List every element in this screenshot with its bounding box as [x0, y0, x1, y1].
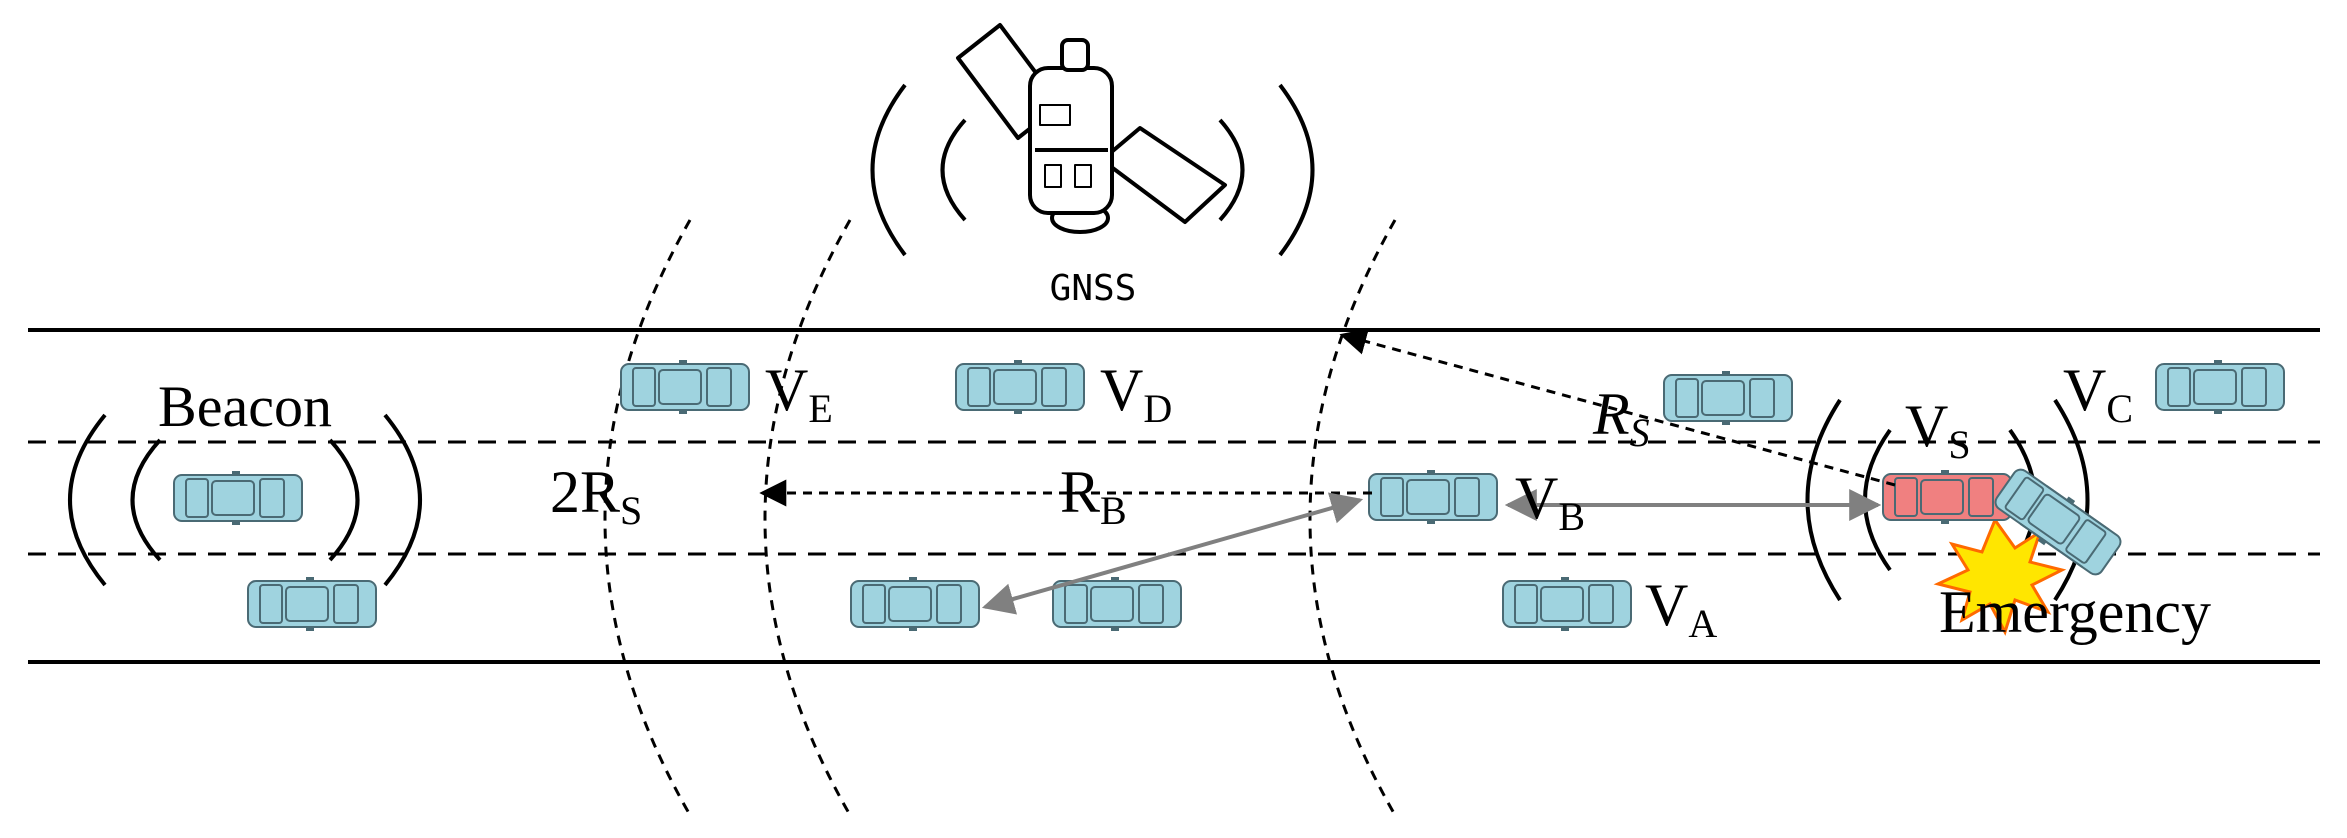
vs-signal-outer-right — [2053, 398, 2090, 602]
car-ve — [620, 359, 750, 415]
label-2rs: 2RS — [550, 459, 642, 533]
range-arc-1 — [603, 219, 692, 816]
beacon-car — [173, 470, 303, 526]
arrows — [759, 328, 1896, 615]
label-ve: VE — [765, 357, 833, 431]
beacon-signal-outer-left — [68, 413, 107, 587]
label-rs: RS — [1592, 381, 1650, 455]
label-vs: VS — [1905, 393, 1971, 467]
car-vs-emergency — [1882, 469, 2012, 525]
vs-signal-outer-left — [1805, 398, 1842, 602]
range-arcs — [603, 219, 1397, 816]
car-bottom-center-2 — [1052, 576, 1182, 632]
car-bottom-left — [247, 576, 377, 632]
car-vc — [2155, 359, 2285, 415]
beacon-group: Beacon — [68, 374, 422, 587]
car-bottom-center-1 — [850, 576, 980, 632]
label-vc: VC — [2063, 357, 2133, 431]
label-va: VA — [1645, 572, 1717, 646]
car-vb — [1368, 469, 1498, 525]
car-vd — [955, 359, 1085, 415]
satellite-signal-arcs — [870, 83, 1315, 257]
car-va — [1502, 576, 1632, 632]
beacon-signal-inner-left — [130, 438, 162, 562]
label-vd: VD — [1100, 357, 1172, 431]
car-lane1-right — [1663, 370, 1793, 426]
label-rb: RB — [1060, 459, 1127, 533]
satellite-icon: GNSS — [870, 23, 1315, 309]
beacon-signal-inner-right — [328, 438, 360, 562]
range-arc-2 — [763, 219, 852, 816]
arrow-vb-bottom-car — [981, 492, 1364, 615]
crash-burst-icon — [1933, 516, 2067, 636]
emergency-label: Emergency — [1939, 579, 2211, 645]
satellite-label: GNSS — [1050, 268, 1137, 309]
beacon-signal-outer-right — [383, 413, 422, 587]
label-vb: VB — [1515, 465, 1585, 539]
beacon-label: Beacon — [158, 374, 332, 439]
